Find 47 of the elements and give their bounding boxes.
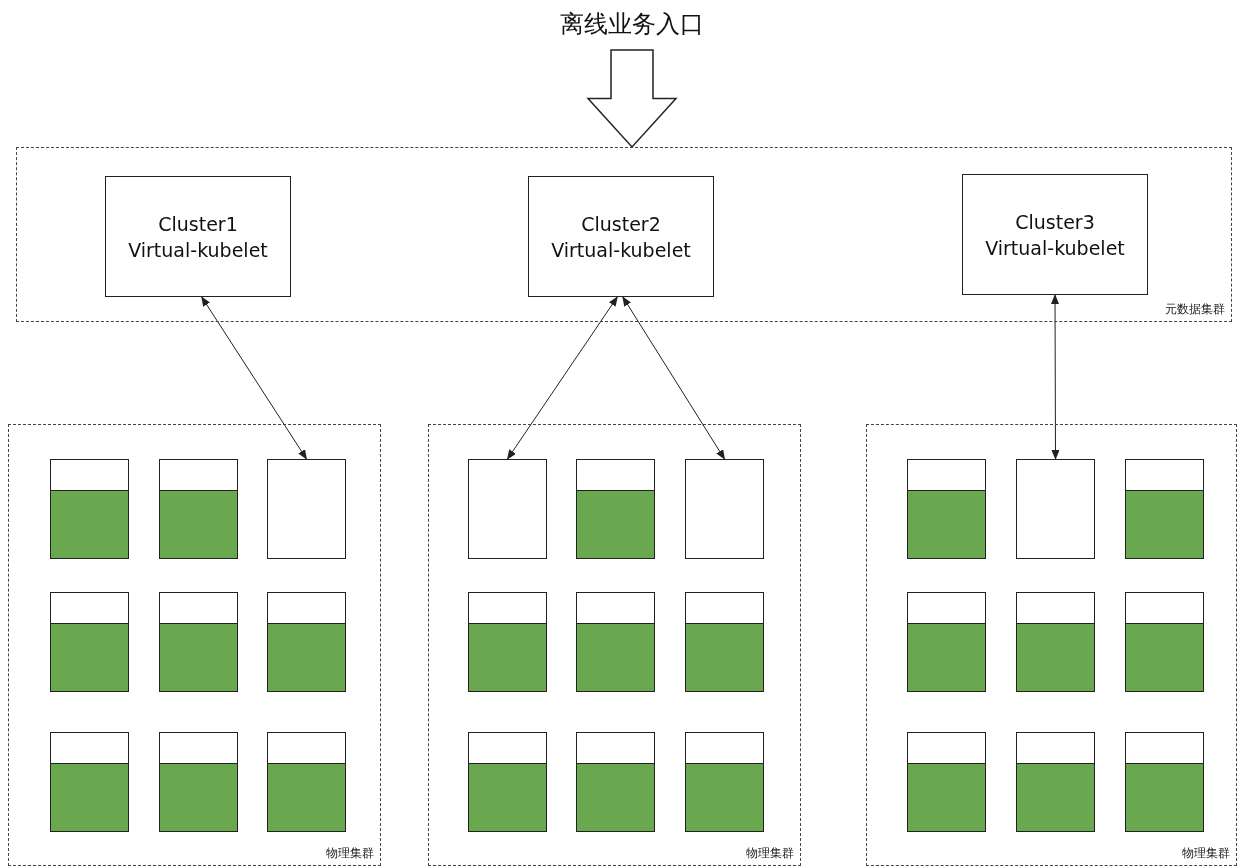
node-label: Cluster1 Virtual-kubelet: [127, 211, 269, 263]
server-usage-drawing: [576, 592, 655, 692]
server-usage-drawing: [576, 732, 655, 832]
arrow: [201, 296, 308, 460]
cluster-region: [428, 424, 801, 866]
block-arrow: [586, 49, 678, 149]
server-usage-drawing: [907, 459, 986, 559]
arrow: [1051, 294, 1060, 460]
cluster-label: 物理集群: [746, 845, 794, 862]
server-usage-drawing: [50, 459, 129, 559]
server-usage-drawing: [685, 459, 764, 559]
server-usage-drawing: [50, 592, 129, 692]
arrow: [506, 296, 618, 460]
cluster-label: 物理集群: [1182, 845, 1230, 862]
server-usage-drawing: [1125, 732, 1204, 832]
server-usage-drawing: [1125, 592, 1204, 692]
server-usage-drawing: [1016, 732, 1095, 832]
server-usage-drawing: [159, 459, 238, 559]
server-usage-drawing: [1016, 459, 1095, 559]
server-usage-drawing: [267, 459, 346, 559]
server-usage-drawing: [468, 732, 547, 832]
server-usage-drawing: [1125, 459, 1204, 559]
server-usage-drawing: [685, 732, 764, 832]
server-usage-drawing: [159, 592, 238, 692]
server-usage-drawing: [907, 732, 986, 832]
server-usage-drawing: [159, 732, 238, 832]
server-usage-drawing: [576, 459, 655, 559]
entry-heading: 离线业务入口: [560, 8, 704, 40]
server-usage-drawing: [267, 732, 346, 832]
node-label: Cluster2 Virtual-kubelet: [550, 211, 692, 263]
cluster-region: [16, 147, 1232, 322]
virtual-kubelet-box: [105, 176, 291, 297]
server-usage-drawing: [1016, 592, 1095, 692]
server-usage-drawing: [468, 459, 547, 559]
arrow: [622, 296, 726, 460]
cluster-label: 物理集群: [326, 845, 374, 862]
server-usage-drawing: [468, 592, 547, 692]
virtual-kubelet-box: [962, 174, 1148, 295]
virtual-kubelet-box: [528, 176, 714, 297]
cluster-region: [8, 424, 381, 866]
node-label: Cluster3 Virtual-kubelet: [984, 209, 1126, 261]
server-usage-drawing: [907, 592, 986, 692]
server-usage-drawing: [50, 732, 129, 832]
cluster-region: [866, 424, 1237, 866]
server-usage-drawing: [685, 592, 764, 692]
cluster-label: 元数据集群: [1165, 301, 1225, 318]
server-usage-drawing: [267, 592, 346, 692]
